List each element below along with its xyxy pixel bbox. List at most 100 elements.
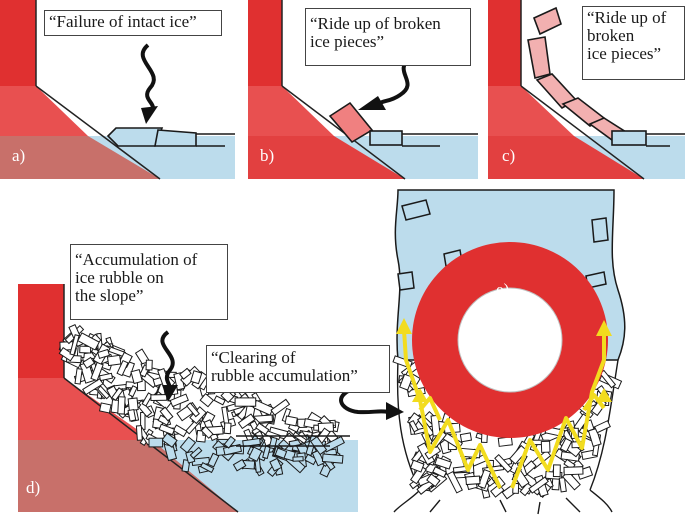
panel-b	[248, 0, 478, 180]
panel-b-caption: “Ride up of broken ice pieces”	[305, 8, 471, 66]
ice-rubble-piece	[269, 457, 283, 472]
panel-d-structure-slope	[18, 378, 152, 440]
panel-d-ice-rubble	[58, 323, 346, 478]
ice-rubble-piece	[116, 359, 129, 377]
panel-d-label: d)	[26, 478, 41, 497]
panel-c-caption-line-2: broken	[587, 26, 635, 45]
ice-rubble-piece	[82, 378, 104, 396]
panel-e-label: e)	[496, 280, 510, 299]
panel-d-structure-underwater	[18, 440, 238, 512]
ice-rubble-piece	[159, 406, 174, 422]
ice-rubble-piece	[106, 354, 122, 367]
ice-rubble-piece	[587, 427, 602, 447]
panel-e	[339, 189, 626, 515]
ice-rubble-piece	[58, 346, 75, 362]
flow-arrow-mid-left	[418, 396, 442, 421]
panel-a-arrow	[140, 43, 156, 114]
ice-rubble-piece	[90, 361, 104, 382]
panel-a-slope-line	[35, 85, 161, 180]
panel-b-arrowhead	[358, 96, 386, 110]
ice-rubble-piece	[77, 332, 100, 351]
ice-rubble-piece	[558, 476, 567, 493]
panel-c-label: c)	[502, 146, 516, 165]
ice-rubble-piece	[311, 449, 325, 467]
flow-arrow-mid-right	[582, 393, 606, 412]
panel-b-caption-line-1: “Ride up of broken	[310, 14, 441, 33]
ice-rubble-piece	[232, 458, 247, 472]
panel-a	[0, 0, 235, 180]
ice-rubble-piece	[270, 398, 291, 416]
ice-rubble-piece	[111, 387, 124, 402]
panel-b-structure-top	[248, 0, 282, 86]
ice-rubble-piece	[141, 392, 153, 407]
panel-b-arrow	[376, 56, 412, 106]
ice-rubble-piece	[189, 446, 203, 459]
ice-rubble-piece	[274, 447, 288, 459]
ice-rubble-piece	[408, 419, 419, 433]
panel-a-structure-top	[0, 0, 36, 86]
ice-rubble-piece	[128, 385, 138, 398]
panel-c-caption: “Ride up of broken ice pieces”	[582, 6, 685, 80]
ice-rubble-piece	[135, 425, 143, 441]
panel-a-structure-underwater	[0, 136, 160, 179]
panel-b-caption-line-2: ice pieces”	[310, 32, 385, 51]
panel-c-caption-line-3: ice pieces”	[587, 44, 662, 63]
ice-rubble-piece	[292, 456, 304, 462]
ice-rubble-piece	[497, 436, 513, 447]
panel-b-structure-underwater	[248, 136, 405, 179]
ice-rubble-piece	[248, 446, 263, 462]
panel-b-structure-slope	[248, 86, 334, 136]
ice-rubble-piece	[97, 348, 111, 360]
ice-rubble-piece	[304, 453, 318, 466]
flow-arrow-left	[402, 329, 502, 489]
panel-d	[18, 284, 358, 513]
panel-a-intact-ice	[106, 127, 235, 147]
ice-rubble-piece	[465, 475, 481, 486]
ice-rubble-piece	[130, 368, 143, 385]
panel-a-structure-slope	[0, 86, 88, 136]
panel-d-caption-line-3: the slope”	[75, 286, 144, 305]
ice-rubble-piece	[117, 396, 126, 415]
flow-arrow-right	[510, 332, 606, 489]
panel-e-arrow	[339, 386, 389, 415]
panel-c-structure-top	[488, 0, 521, 86]
panel-d-caption: “Accumulation of ice rubble on the slope…	[70, 244, 228, 320]
panel-d-arrowhead	[162, 385, 178, 402]
ice-rubble-piece	[519, 482, 533, 497]
ice-rubble-piece	[213, 395, 226, 406]
panel-c-slope-line	[520, 85, 645, 180]
panel-d-ice-sheet	[236, 435, 350, 447]
ice-rubble-piece	[179, 436, 197, 454]
ice-rubble-piece	[426, 473, 441, 488]
ice-rubble-piece	[477, 469, 492, 489]
ice-rubble-piece	[169, 393, 189, 408]
ice-rubble-piece	[284, 415, 298, 427]
ice-rubble-piece	[559, 437, 573, 453]
panel-c-structure-underwater	[488, 136, 644, 179]
ice-rubble-piece	[199, 392, 215, 408]
ice-rubble-piece	[399, 373, 414, 391]
ice-rubble-piece	[540, 440, 551, 453]
ice-rubble-piece	[127, 397, 139, 412]
ice-rubble-piece	[593, 420, 611, 434]
panel-e-flow-arrows	[402, 329, 606, 489]
ice-rubble-piece	[172, 424, 188, 438]
panel-a-label: a)	[12, 146, 26, 165]
panel-e-arrowhead	[386, 402, 404, 420]
panel-e-caption: “Clearing of rubble accumulation”	[206, 345, 390, 393]
ice-rubble-piece	[223, 422, 232, 435]
ice-rubble-piece	[98, 402, 112, 414]
ice-rubble-piece	[179, 367, 192, 380]
ice-rubble-piece	[508, 444, 528, 465]
ice-rubble-piece	[98, 372, 114, 382]
ice-rubble-piece	[459, 432, 473, 443]
ice-rubble-piece	[237, 413, 256, 430]
ice-rubble-piece	[409, 464, 427, 485]
panel-c-ice-pile	[527, 6, 685, 147]
panel-e-cylinder-hole	[457, 287, 563, 393]
ice-rubble-piece	[446, 470, 463, 494]
panel-d-structure-top	[18, 284, 64, 378]
panel-e-flow-arrowheads	[396, 318, 612, 402]
panel-c	[488, 0, 685, 180]
ice-rubble-piece	[223, 435, 236, 449]
